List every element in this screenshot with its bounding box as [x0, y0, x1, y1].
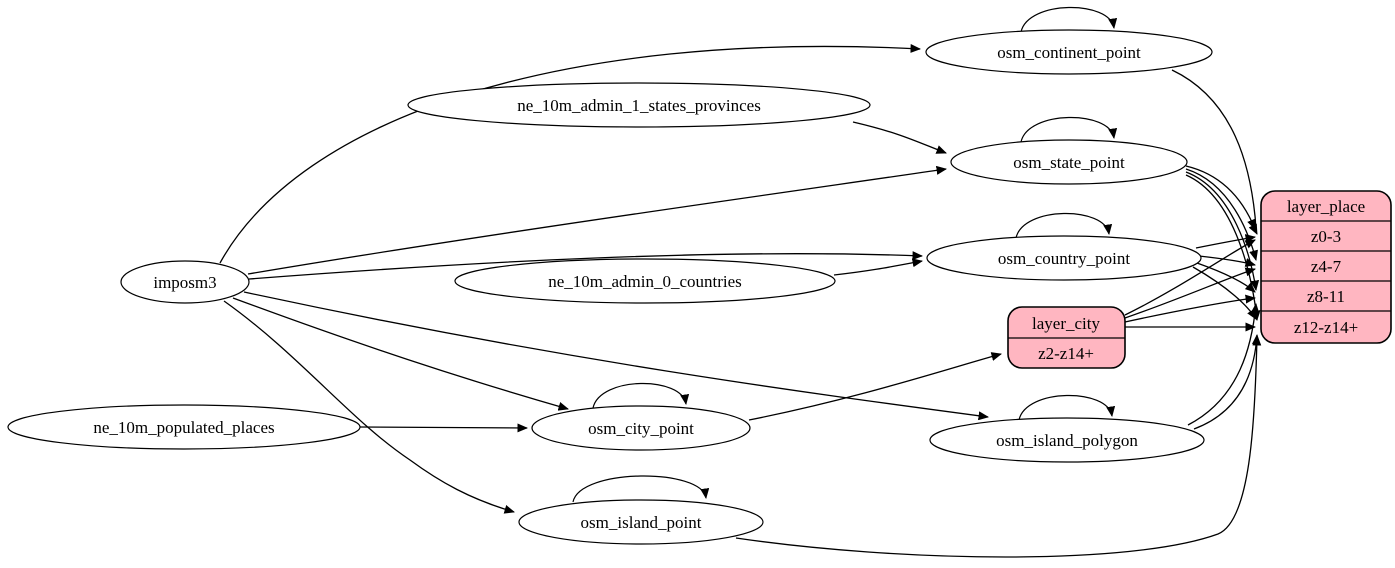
edge-ne-10m-admin-1-states-provinces-to-osm-state-point — [852, 121, 947, 154]
edge-imposm3-to-osm-island-point — [223, 300, 515, 514]
osm-island-point-ellipse — [518, 499, 764, 545]
osm-island-polygon-label: osm_island_polygon — [996, 431, 1138, 450]
edge-ne-10m-admin-0-countries-to-osm-country-point — [833, 258, 923, 276]
edge-osm-state-point-to-layer-place-z0-3 — [1185, 165, 1256, 230]
layer-place-box — [1260, 190, 1392, 344]
edges — [219, 44, 1262, 558]
edge-ne-10m-populated-places-to-osm-city-point — [359, 423, 528, 433]
imposm3-ellipse — [120, 260, 250, 304]
edge-osm-country-point-to-layer-place-z4-7 — [1198, 255, 1256, 267]
edge-osm-country-point-to-layer-place-z0-3 — [1195, 234, 1256, 249]
layer-place-row-z0-3: z0-3 — [1311, 227, 1341, 246]
imposm3-label: imposm3 — [153, 273, 216, 292]
edge-imposm3-to-osm-state-point — [247, 165, 947, 275]
self-loop-osm-island-point — [572, 475, 710, 503]
record-layer-city: layer_city z2-z14+ — [1007, 306, 1126, 369]
layer-place-row-z4-7: z4-7 — [1311, 257, 1342, 276]
self-loop-osm-island-polygon — [1018, 394, 1116, 421]
self-loop-osm-continent-point — [1020, 6, 1118, 33]
edge-osm-country-point-to-layer-place-z8-11 — [1196, 262, 1256, 293]
edge-osm-country-point-to-layer-place-z12-z14 — [1192, 266, 1257, 320]
edge-layer-city-to-layer-place-z8-11 — [1124, 294, 1256, 323]
node-ne-10m-admin-1-states-provinces: ne_10m_admin_1_states_provinces — [407, 82, 871, 128]
self-loops — [572, 6, 1118, 503]
ne-10m-populated-places-label: ne_10m_populated_places — [93, 418, 274, 437]
osm-state-point-label: osm_state_point — [1013, 153, 1125, 172]
self-loop-osm-city-point — [592, 382, 690, 409]
edge-osm-island-polygon-to-layer-place-z8-11 — [1187, 303, 1260, 426]
edge-layer-city-to-layer-place-z0-3 — [1124, 239, 1256, 316]
osm-city-point-ellipse — [531, 405, 751, 451]
node-ne-10m-admin-0-countries: ne_10m_admin_0_countries — [454, 258, 836, 304]
self-loop-osm-state-point — [1020, 116, 1118, 143]
layer-place-title: layer_place — [1287, 197, 1365, 216]
layer-place-row-z8-11: z8-11 — [1307, 287, 1345, 306]
layer-city-title: layer_city — [1032, 314, 1100, 333]
edge-layer-city-to-layer-place-z4-7 — [1124, 267, 1256, 319]
edge-osm-state-point-to-layer-place-z4-7 — [1185, 168, 1258, 261]
osm-continent-point-ellipse — [925, 29, 1213, 75]
node-osm-country-point: osm_country_point — [926, 235, 1202, 281]
edge-imposm3-to-osm-city-point — [232, 297, 569, 411]
osm-continent-point-label: osm_continent_point — [997, 43, 1141, 62]
osm-country-point-label: osm_country_point — [998, 249, 1130, 268]
node-osm-continent-point: osm_continent_point — [925, 29, 1213, 75]
osm-island-point-label: osm_island_point — [581, 513, 702, 532]
layer-place-row-z12-z14: z12-z14+ — [1294, 318, 1358, 337]
osm-country-point-ellipse — [926, 235, 1202, 281]
layer-city-row-z2-z14: z2-z14+ — [1038, 344, 1094, 363]
self-loop-osm-country-point — [1015, 212, 1113, 239]
record-layer-place: layer_place z0-3 z4-7 z8-11 z12-z14+ — [1260, 190, 1392, 344]
node-osm-state-point: osm_state_point — [950, 139, 1188, 185]
ne-10m-populated-places-ellipse — [7, 404, 361, 450]
osm-city-point-label: osm_city_point — [588, 419, 694, 438]
node-osm-city-point: osm_city_point — [531, 405, 751, 451]
ne-10m-admin-1-states-provinces-ellipse — [407, 82, 871, 128]
edge-imposm3-to-osm-island-polygon — [243, 291, 989, 421]
node-imposm3: imposm3 — [120, 260, 250, 304]
edge-imposm3-to-osm-country-point — [248, 251, 923, 280]
node-osm-island-point: osm_island_point — [518, 499, 764, 545]
ne-10m-admin-1-states-provinces-label: ne_10m_admin_1_states_provinces — [517, 96, 761, 115]
ne-10m-admin-0-countries-label: ne_10m_admin_0_countries — [548, 272, 742, 291]
node-osm-island-polygon: osm_island_polygon — [929, 417, 1205, 463]
edge-imposm3-to-osm-continent-point — [219, 44, 921, 264]
node-ne-10m-populated-places: ne_10m_populated_places — [7, 404, 361, 450]
ne-10m-admin-0-countries-ellipse — [454, 258, 836, 304]
osm-state-point-ellipse — [950, 139, 1188, 185]
edge-osm-state-point-to-layer-place-z8-11 — [1185, 171, 1260, 291]
edge-osm-city-point-to-layer-city-z2-z14 — [748, 352, 1002, 421]
edge-osm-island-point-to-layer-place-z12-z14 — [735, 335, 1262, 558]
osm-island-polygon-ellipse — [929, 417, 1205, 463]
edge-osm-continent-point-to-layer-place-z0-3 — [1171, 69, 1258, 235]
